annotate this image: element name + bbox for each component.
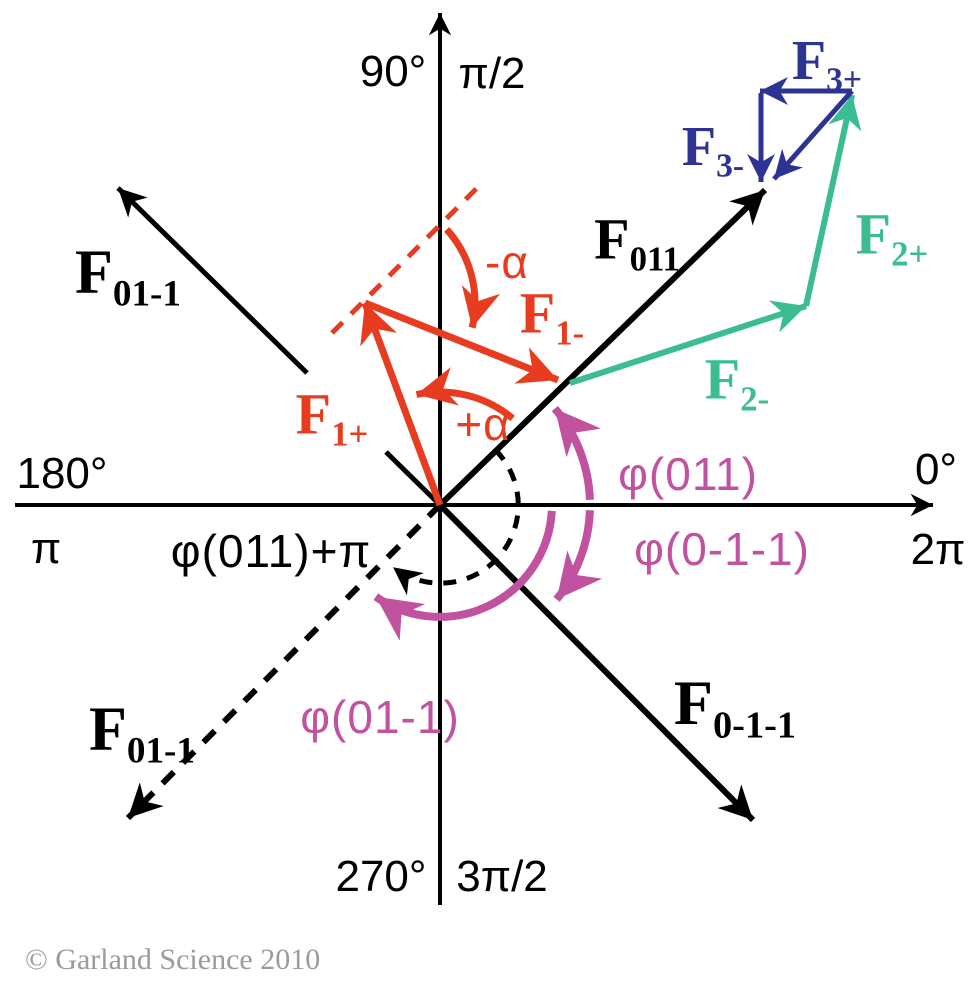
vector-f01-1-solid-seg2 xyxy=(116,186,309,375)
vector-f3-sum xyxy=(772,89,854,181)
vector-f2-minus xyxy=(569,300,807,386)
vector-f1-minus xyxy=(363,299,560,384)
arc-phi-01-1 xyxy=(373,510,556,641)
arc-minus-alpha xyxy=(444,227,501,329)
vector-f0-1-1 xyxy=(437,502,756,823)
arc-plus-alpha xyxy=(415,367,515,422)
vector-f2-plus xyxy=(803,94,862,307)
arc-phi-0-1-1 xyxy=(553,510,603,602)
arc-phi-011-plus-pi xyxy=(391,448,521,596)
shifted-f011-dashed-line xyxy=(330,185,480,335)
vector-f01-1-solid-seg1 xyxy=(384,450,442,507)
arc-phi-011 xyxy=(551,406,601,500)
vector-f011 xyxy=(437,187,768,508)
vector-f1-plus xyxy=(360,301,444,507)
copyright-text: © Garland Science 2010 xyxy=(25,943,321,976)
vector-f01-1-dashed xyxy=(125,502,443,821)
